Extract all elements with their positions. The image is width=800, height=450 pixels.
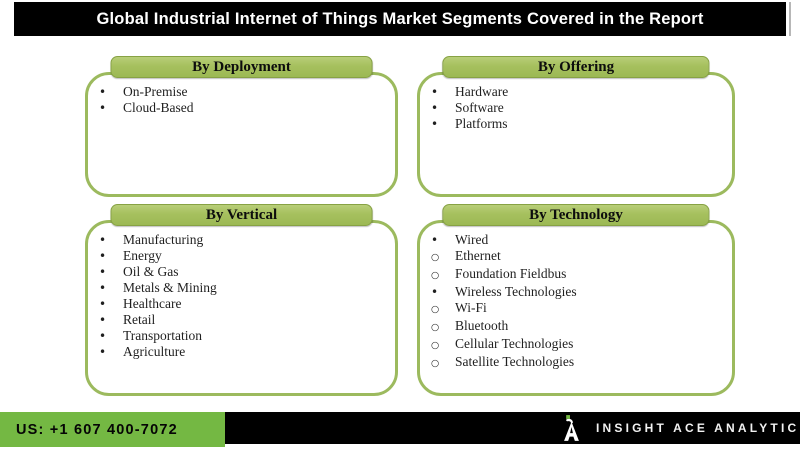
bullet-dot-icon: • [99,281,107,295]
segment-header-label: By Vertical [205,206,278,223]
list-item: • Software [429,100,724,116]
segment-box-technology: By Technology • Wired ○ Ethernet ○ Foundation… [417,204,735,396]
bullet-dot-icon: • [99,345,107,359]
footer-brand-block: INSIGHT ACE ANALYTIC [225,412,800,444]
bullet-dot-icon: • [431,117,439,131]
list-item: • Oil & Gas [97,264,387,280]
phone-number: US: +1 607 400-7072 [16,421,178,438]
list-item-label: Healthcare [123,296,182,311]
bullet-circle-icon: ○ [431,358,440,369]
insight-ace-logo-icon [564,415,579,441]
list-item-label: Wireless Technologies [455,284,577,299]
list-item-label: Wired [455,232,489,247]
bullet-circle-icon: ○ [431,340,440,351]
list-item-label: Cloud-Based [123,100,194,115]
segment-list: • On-Premise • Cloud-Based [88,75,395,116]
list-item: • Healthcare [97,296,387,312]
list-item: • On-Premise [97,84,387,100]
bullet-circle-icon: ○ [431,252,440,263]
list-item-label: Metals & Mining [123,280,217,295]
segment-header: By Technology [442,204,710,226]
list-item-label: Hardware [455,84,509,99]
segment-box-deployment: By Deployment • On-Premise • Cloud-Based [85,56,398,197]
list-item-label: Oil & Gas [123,264,179,279]
list-item: ○ Bluetooth [429,318,724,336]
segment-list: • Hardware • Software • Platforms [420,75,732,132]
list-item: ○ Wi-Fi [429,300,724,318]
bullet-dot-icon: • [431,233,439,247]
list-item-label: Ethernet [455,248,501,263]
list-item: • Cloud-Based [97,100,387,116]
list-item-label: Satellite Technologies [455,354,575,369]
list-item: • Manufacturing [97,232,387,248]
bullet-dot-icon: • [99,101,107,115]
segment-box-vertical: By Vertical • Manufacturing • Energy • Oil & … [85,204,398,396]
segment-list: • Manufacturing • Energy • Oil & Gas • Metals &… [88,223,395,360]
bullet-dot-icon: • [99,249,107,263]
segment-list: • Wired ○ Ethernet ○ Foundation Fieldbus • Wire… [420,223,732,372]
list-item-label: Wi-Fi [455,300,487,315]
bullet-dot-icon: • [99,85,107,99]
bullet-circle-icon: ○ [431,270,440,281]
segment-header-label: By Deployment [192,58,291,75]
list-item-label: Manufacturing [123,232,204,247]
page-title: Global Industrial Internet of Things Mar… [96,9,704,28]
bullet-dot-icon: • [99,297,107,311]
segment-header: By Deployment [110,56,373,78]
bullet-dot-icon: • [99,329,107,343]
list-item-label: Energy [123,248,162,263]
bullet-dot-icon: • [431,101,439,115]
list-item: • Wireless Technologies [429,284,724,300]
list-item: • Platforms [429,116,724,132]
segment-header-label: By Offering [537,58,615,75]
list-item-label: Software [455,100,504,115]
list-item: ○ Cellular Technologies [429,336,724,354]
segment-header-label: By Technology [529,206,623,223]
bullet-dot-icon: • [431,285,439,299]
bullet-dot-icon: • [431,85,439,99]
title-bar: Global Industrial Internet of Things Mar… [14,2,786,36]
list-item-label: Retail [123,312,156,327]
list-item: • Agriculture [97,344,387,360]
segment-header: By Vertical [110,204,373,226]
list-item: • Retail [97,312,387,328]
segment-box-offering: By Offering • Hardware • Software • Platforms [417,56,735,197]
list-item-label: On-Premise [123,84,188,99]
list-item: • Metals & Mining [97,280,387,296]
list-item: ○ Satellite Technologies [429,354,724,372]
list-item: • Hardware [429,84,724,100]
bullet-circle-icon: ○ [431,304,440,315]
list-item: ○ Foundation Fieldbus [429,266,724,284]
list-item-label: Transportation [123,328,203,343]
bullet-dot-icon: • [99,265,107,279]
brand-name: INSIGHT ACE ANALYTIC [596,421,800,435]
list-item-label: Agriculture [123,344,186,359]
list-item-label: Foundation Fieldbus [455,266,567,281]
segment-header: By Offering [442,56,710,78]
list-item-label: Cellular Technologies [455,336,574,351]
footer-contact-block: US: +1 607 400-7072 [0,412,225,447]
title-bar-edge-line [789,2,791,36]
bullet-circle-icon: ○ [431,322,440,333]
list-item: • Wired [429,232,724,248]
bullet-dot-icon: • [99,233,107,247]
bullet-dot-icon: • [99,313,107,327]
list-item-label: Bluetooth [455,318,509,333]
list-item: • Energy [97,248,387,264]
list-item: • Transportation [97,328,387,344]
list-item: ○ Ethernet [429,248,724,266]
list-item-label: Platforms [455,116,508,131]
